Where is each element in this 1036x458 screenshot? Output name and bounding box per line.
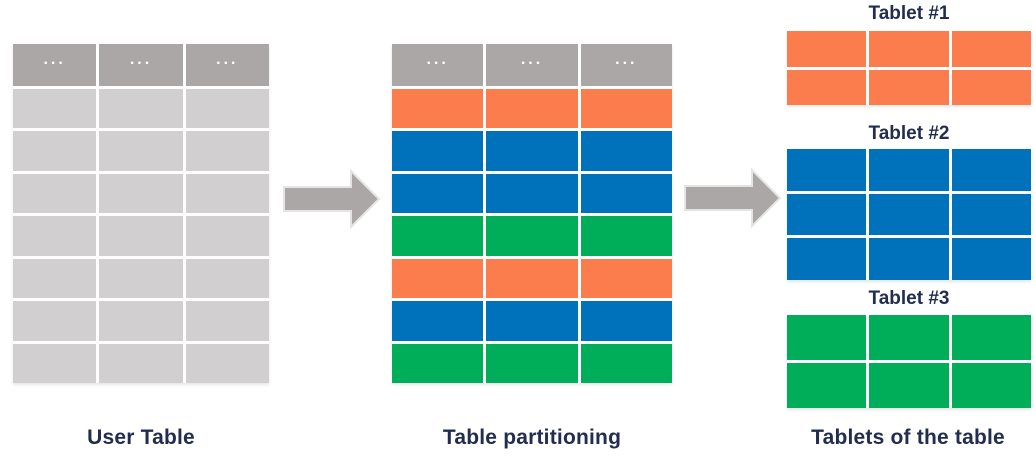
partition-table-caption: Table partitioning [442,426,622,449]
row_gray-row-cell [99,173,183,214]
partition-table-grid: ......... [392,44,672,383]
green-row-cell [392,343,484,383]
green-row-cell [787,363,867,408]
orange-row-cell [580,89,672,129]
row_gray-row-cell [99,216,183,256]
ellipsis-text: ... [426,51,449,68]
blue-row-cell [951,149,1031,191]
blue-row-cell [580,301,672,341]
header-cell: ... [185,44,269,86]
right-arrow-icon [283,169,381,229]
green-row-cell [580,216,672,256]
user-table-caption: User Table [87,426,195,449]
ellipsis-text: ... [520,51,544,68]
orange-row-cell [787,31,867,67]
blue-row-cell [787,238,867,280]
row_gray-row-cell [185,301,269,341]
ellipsis-text: ... [129,51,153,68]
orange-row-cell [951,69,1031,105]
header-cell: ... [392,44,484,86]
orange-row-cell [787,69,867,105]
header-cell: ... [99,44,183,86]
row_gray-row-cell [13,258,97,299]
row_gray-row-cell [13,343,97,383]
orange-row-cell [951,31,1031,67]
tablet-2-label: Tablet #2 [868,123,950,144]
blue-row-cell [951,193,1031,236]
green-row-cell [580,343,672,383]
row_gray-row-cell [13,173,97,214]
green-row-cell [869,315,949,360]
blue-row-cell [951,238,1031,280]
row_gray-row-cell [13,131,97,171]
blue-row-cell [869,238,949,280]
blue-row-cell [486,131,578,171]
header-cell: ... [580,44,672,86]
tablet-2-grid [787,149,1031,280]
row_gray-row-cell [99,343,183,383]
blue-row-cell [580,173,672,214]
orange-row-cell [392,89,484,129]
tablet-1-label: Tablet #1 [868,3,950,24]
blue-row-cell [392,301,484,341]
row_gray-row-cell [185,216,269,256]
green-row-cell [869,363,949,408]
row_gray-row-cell [185,131,269,171]
row_gray-row-cell [13,301,97,341]
tablet-1-grid [787,31,1031,105]
row_gray-row-cell [99,301,183,341]
blue-row-cell [787,193,867,236]
user-table-grid: ......... [13,44,269,383]
green-row-cell [392,216,484,256]
ellipsis-text: ... [615,51,638,68]
green-row-cell [951,315,1031,360]
blue-row-cell [392,173,484,214]
orange-row-cell [869,31,949,67]
tablet-3-grid [787,315,1031,408]
header-cell: ... [486,44,578,86]
row_gray-row-cell [185,89,269,129]
orange-row-cell [392,258,484,299]
row_gray-row-cell [99,258,183,299]
green-row-cell [486,343,578,383]
blue-row-cell [392,131,484,171]
blue-row-cell [787,149,867,191]
row_gray-row-cell [185,258,269,299]
tablet-3-label: Tablet #3 [868,288,950,309]
orange-row-cell [869,69,949,105]
blue-row-cell [486,301,578,341]
blue-row-cell [869,193,949,236]
blue-row-cell [580,131,672,171]
orange-row-cell [486,89,578,129]
header-cell: ... [13,44,97,86]
row_gray-row-cell [99,89,183,129]
row_gray-row-cell [13,89,97,129]
right-arrow-icon [684,168,782,228]
blue-row-cell [869,149,949,191]
row_gray-row-cell [99,131,183,171]
green-row-cell [486,216,578,256]
orange-row-cell [580,258,672,299]
green-row-cell [787,315,867,360]
ellipsis-text: ... [43,51,66,68]
blue-row-cell [486,173,578,214]
row_gray-row-cell [13,216,97,256]
row_gray-row-cell [185,173,269,214]
green-row-cell [951,363,1031,408]
ellipsis-text: ... [216,51,239,68]
orange-row-cell [486,258,578,299]
tablets-caption: Tablets of the table [811,426,1005,449]
row_gray-row-cell [185,343,269,383]
